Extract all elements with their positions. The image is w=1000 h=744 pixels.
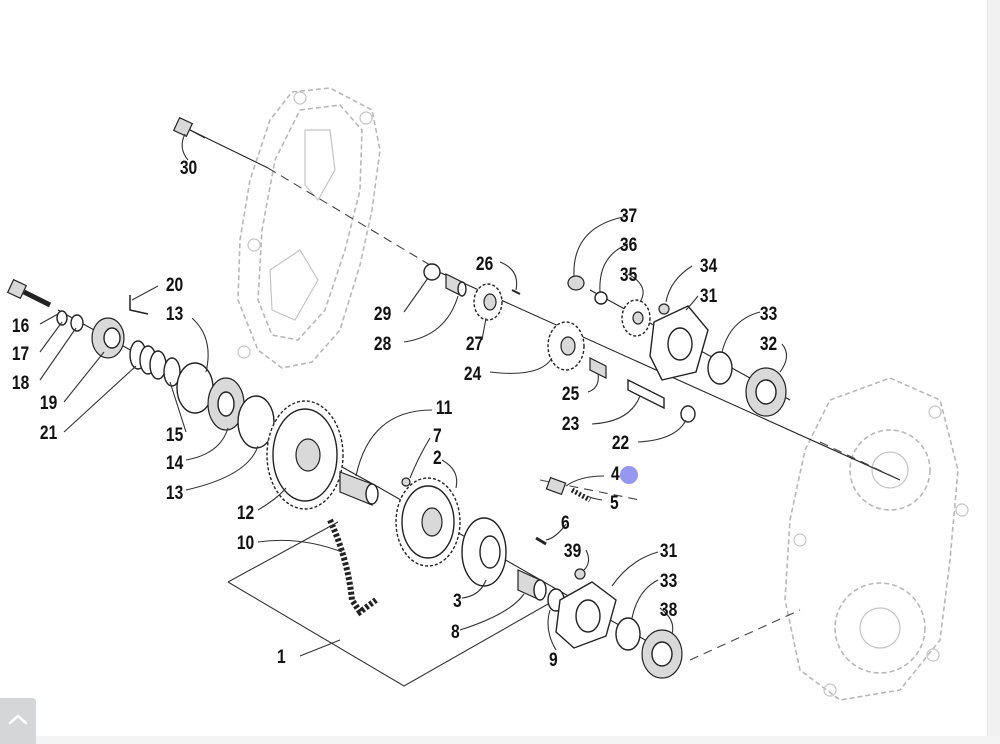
- callout-14: 14: [166, 452, 184, 474]
- bushing-25: [589, 357, 607, 379]
- callout-1: 1: [277, 646, 286, 668]
- callout-23: 23: [562, 413, 580, 435]
- callout-31-lower: 31: [660, 540, 678, 562]
- ghost-cover-left: [237, 87, 381, 369]
- oring-33-upper: [707, 351, 733, 385]
- callout-32: 32: [760, 333, 777, 355]
- callout-10: 10: [237, 532, 254, 554]
- chevron-up-icon: [7, 712, 29, 731]
- pin-4: [545, 476, 567, 496]
- callout-15: 15: [166, 424, 184, 446]
- nut-39: [574, 568, 586, 580]
- oring-33-lower: [615, 617, 641, 651]
- washer-13-lower: [237, 395, 275, 449]
- shaft-23: [627, 378, 665, 410]
- callout-11: 11: [436, 397, 453, 419]
- gear-2: [395, 477, 461, 567]
- bushing-28: [445, 273, 467, 297]
- washer-29: [423, 263, 441, 281]
- callout-33-upper: 33: [760, 303, 778, 325]
- callout-9: 9: [549, 649, 558, 671]
- gear-35: [621, 299, 651, 337]
- callout-38: 38: [660, 599, 678, 621]
- callout-5: 5: [610, 492, 619, 514]
- callout-21: 21: [40, 422, 58, 444]
- bearing-8: [517, 569, 547, 601]
- plate-31-lower: [555, 581, 617, 649]
- back-to-top-button[interactable]: [0, 698, 36, 744]
- nut-34: [658, 303, 670, 315]
- sprocket-12: [266, 400, 344, 510]
- callout-31-upper: 31: [700, 285, 718, 307]
- callout-3: 3: [453, 590, 462, 612]
- gear-27: [473, 283, 503, 321]
- callout-33-lower: 33: [660, 570, 678, 592]
- callout-22: 22: [612, 432, 629, 454]
- washer-18: [70, 314, 84, 332]
- callout-26: 26: [476, 253, 494, 275]
- shaft-11: [339, 471, 379, 506]
- exploded-parts-diagram: 1 2 3 4 5 6 7 8 9 10 11 12 13 13 14 15 1…: [6, 87, 969, 701]
- assembly-bracket-1: [227, 521, 549, 687]
- bearing-38: [641, 629, 683, 679]
- callout-36: 36: [620, 234, 638, 256]
- callout-13-upper: 13: [166, 303, 184, 325]
- callout-17: 17: [12, 343, 29, 365]
- bearing-32: [745, 367, 787, 417]
- nut-7: [401, 477, 411, 487]
- callout-6: 6: [561, 512, 570, 534]
- callout-labels: 1 2 3 4 5 6 7 8 9 10 11 12 13 13 14 15 1…: [12, 157, 778, 671]
- callout-25: 25: [562, 383, 580, 405]
- ring-15: [163, 357, 181, 387]
- bearing-14: [207, 377, 245, 431]
- spring-5: [570, 487, 592, 503]
- callout-12: 12: [237, 502, 254, 524]
- callout-30: 30: [180, 157, 197, 179]
- callout-8: 8: [451, 621, 460, 643]
- washer-22: [680, 405, 696, 423]
- callout-4: 4: [611, 463, 620, 485]
- callout-16: 16: [12, 315, 30, 337]
- horizontal-scrollbar[interactable]: [0, 736, 1000, 744]
- callout-24: 24: [464, 363, 482, 385]
- leader-lines: [39, 133, 788, 657]
- callout-13-lower: 13: [166, 482, 184, 504]
- callout-27: 27: [466, 333, 483, 355]
- callout-37: 37: [620, 205, 637, 227]
- chain-10: [327, 518, 378, 617]
- callout-35: 35: [620, 264, 638, 286]
- plate-31-upper: [649, 305, 709, 381]
- washer-17: [56, 310, 68, 326]
- bolt-16: [6, 278, 52, 308]
- hub-19: [91, 317, 125, 359]
- nut-37: [567, 275, 585, 291]
- washer-36: [594, 291, 608, 305]
- vertical-scrollbar[interactable]: [987, 0, 1000, 744]
- ghost-case-right: [784, 377, 969, 701]
- callout-34: 34: [700, 255, 718, 277]
- callout-18: 18: [12, 372, 30, 394]
- bolt-30: [172, 116, 206, 139]
- callout-39: 39: [564, 540, 582, 562]
- callout-2: 2: [433, 447, 442, 469]
- pin-26: [511, 289, 521, 295]
- cursor-indicator: [620, 466, 638, 484]
- callout-20: 20: [166, 274, 183, 296]
- callout-28: 28: [374, 333, 392, 355]
- callout-29: 29: [374, 303, 392, 325]
- spring-21: [129, 340, 167, 380]
- callout-19: 19: [40, 392, 58, 414]
- plate-3: [461, 517, 507, 587]
- gear-24: [547, 321, 585, 371]
- pin-6: [535, 536, 547, 546]
- clip-20: [129, 295, 149, 315]
- callout-7: 7: [433, 425, 442, 447]
